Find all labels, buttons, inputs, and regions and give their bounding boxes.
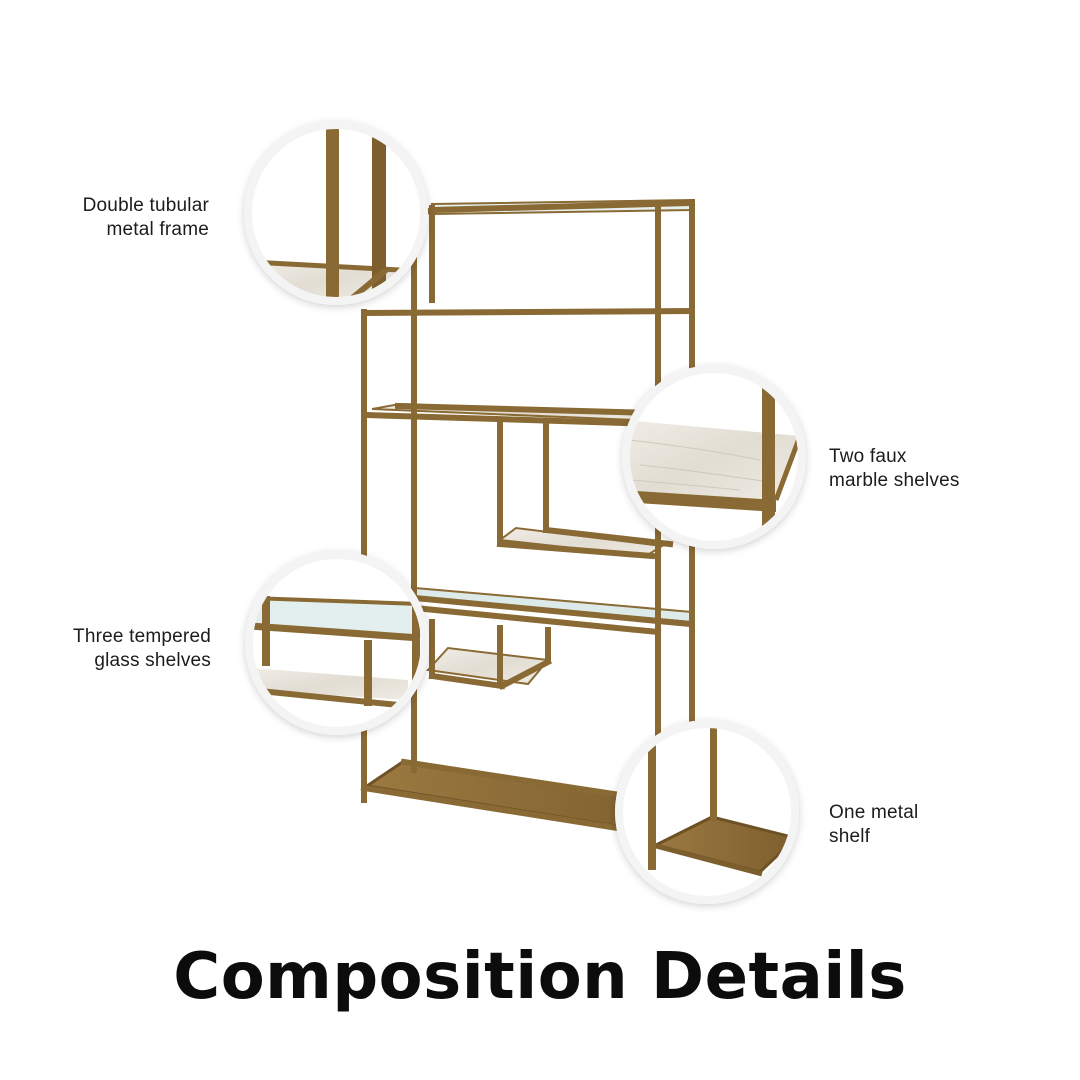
- frame-callout-line2: metal frame: [106, 219, 209, 240]
- marble-callout-line2: marble shelves: [829, 470, 960, 491]
- glass-callout-line1: Three tempered: [73, 626, 211, 647]
- marble-detail-circle: [622, 365, 806, 549]
- metal-callout-line2: shelf: [829, 826, 871, 847]
- metal-callout: One metal shelf: [829, 801, 918, 849]
- frame-detail-circle: [244, 121, 428, 305]
- metal-detail-circle: [615, 720, 799, 904]
- glass-detail-circle: [245, 551, 429, 735]
- glass-shelf-lower: [414, 586, 693, 624]
- frame-callout: Double tubular metal frame: [83, 194, 209, 242]
- glass-callout-line2: glass shelves: [94, 650, 211, 671]
- page-title: Composition Details: [173, 940, 907, 1014]
- metal-callout-line1: One metal: [829, 802, 919, 823]
- marble-callout: Two faux marble shelves: [829, 445, 960, 493]
- marble-callout-line1: Two faux: [829, 446, 907, 467]
- glass-callout: Three tempered glass shelves: [73, 625, 211, 673]
- frame-callout-line1: Double tubular: [82, 195, 209, 216]
